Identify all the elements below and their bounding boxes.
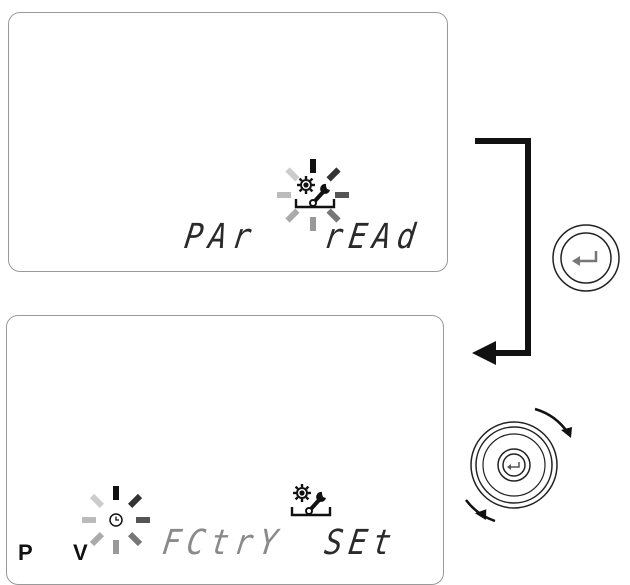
enter-icon[interactable]	[550, 222, 622, 294]
gear-wrench-icon	[290, 484, 332, 517]
lcd-display-bottom	[6, 315, 444, 585]
indicator-v: V	[73, 540, 88, 565]
display-word-set: SEt	[322, 522, 400, 563]
spinner-icon	[277, 159, 349, 231]
lcd-display-top	[8, 12, 448, 272]
display-word-fctry: FCtrY	[160, 522, 286, 563]
indicator-p: P	[18, 540, 33, 565]
display-word-par: PAr	[182, 216, 260, 257]
gear-wrench-icon	[294, 176, 336, 209]
rotary-knob-icon[interactable]	[462, 400, 582, 530]
display-word-read: rEAd	[322, 216, 424, 257]
flow-arrow-icon	[472, 138, 531, 365]
clock-spinner-icon	[82, 486, 150, 554]
